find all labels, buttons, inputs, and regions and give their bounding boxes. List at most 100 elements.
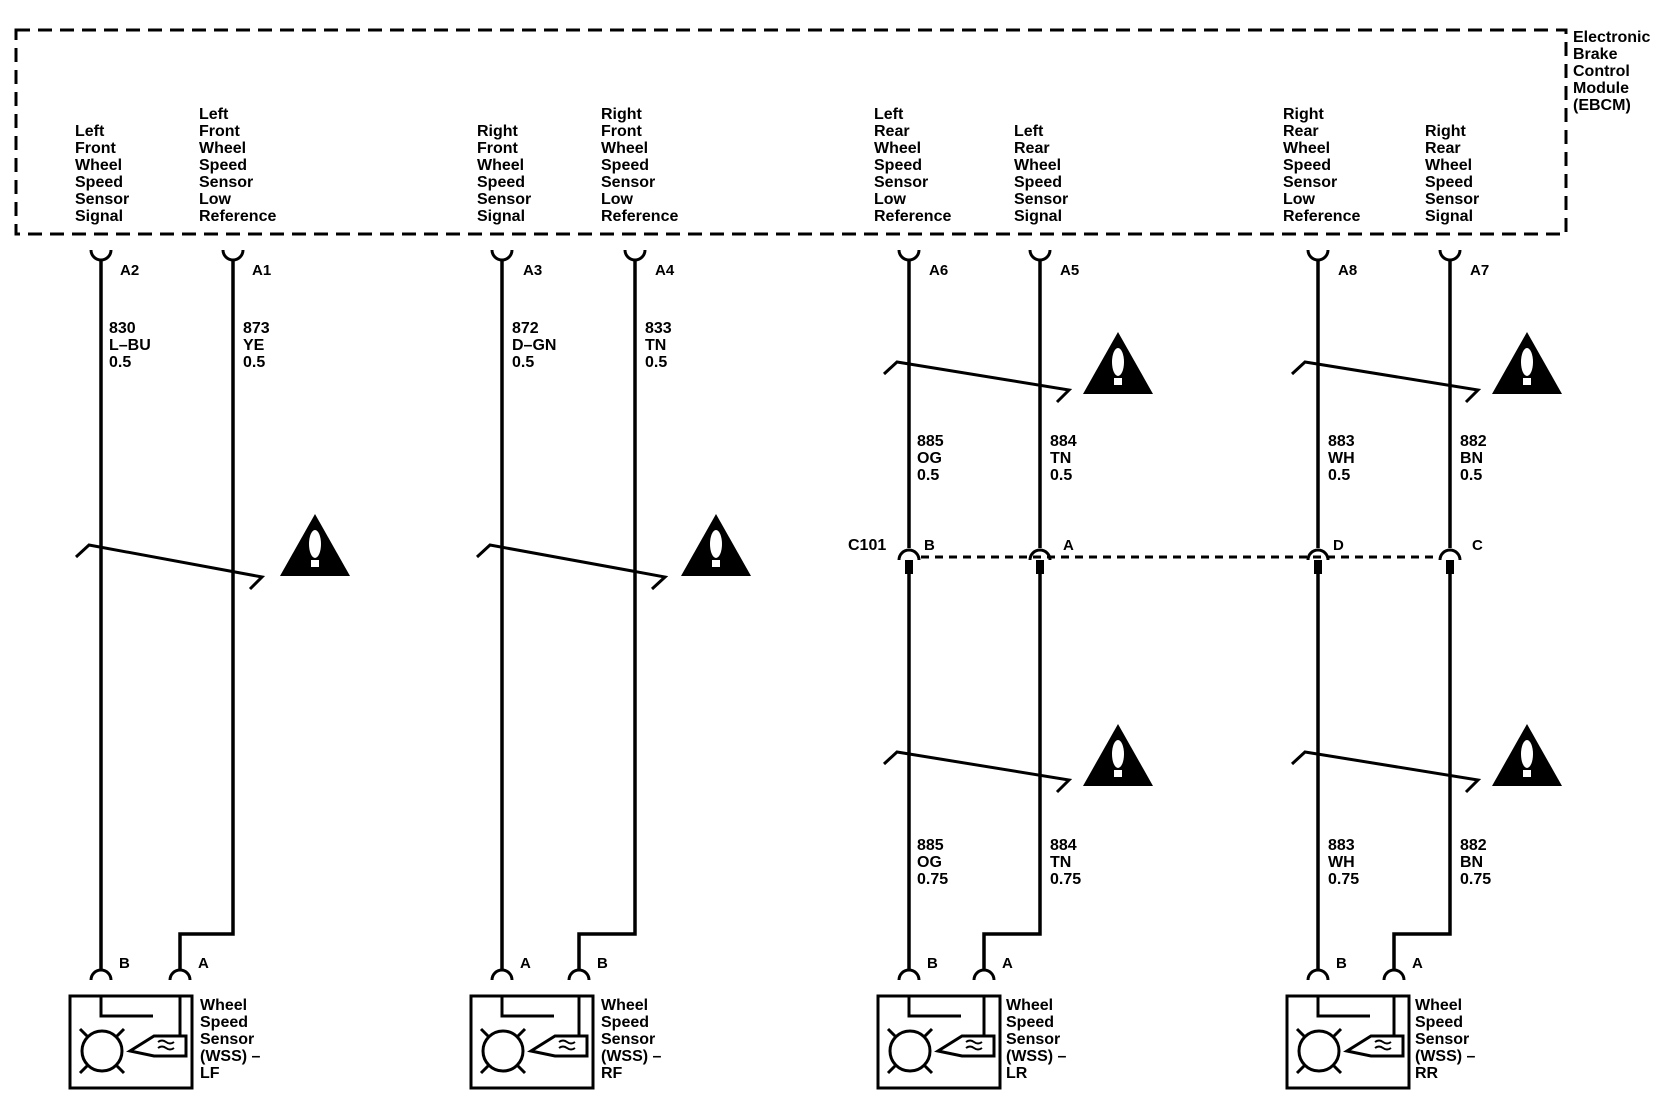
circuit-label-line: Reference [601,208,678,225]
caution-triangle-icon [1492,332,1562,394]
pin-label: A5 [1060,262,1079,279]
circuit-label-line: Front [199,123,241,140]
connector-cavity-icon [897,249,921,262]
circuit-label-line: Reference [199,208,276,225]
circuit-label-line: Low [199,191,232,208]
wire-gauge: 0.75 [1328,871,1359,888]
circuit-label-line: Reference [1283,208,1360,225]
circuit-label-line: Speed [601,157,649,174]
sensor-label-line: LF [200,1065,220,1082]
circuit-label-line: Sensor [75,191,129,208]
sensor-pin-label: A [198,955,209,972]
sensor-label-line: Wheel [1415,997,1462,1014]
wheel-speed-sensor-icon [876,994,1002,1090]
ebcm-module-outline [14,28,1568,236]
wire-number: 885 [917,433,944,450]
ebcm-label-line: Electronic [1573,29,1650,46]
circuit-label-line: Front [75,140,117,157]
caution-triangle-icon [1492,724,1562,786]
sensor-label-line: Wheel [1006,997,1053,1014]
wire-gauge: 0.5 [512,354,534,371]
circuit-label-line: Sensor [477,191,531,208]
circuit-label-line: Speed [199,157,247,174]
circuit-label-line: Front [477,140,519,157]
wire-gauge: 0.5 [109,354,131,371]
circuit-rf-signal: Right Front Wheel Speed Sensor Signal A3… [477,123,556,371]
sensor-label-line: Sensor [200,1031,254,1048]
circuit-label-line: Speed [1014,174,1062,191]
circuit-label-line: Wheel [477,157,524,174]
pin-label: A3 [523,262,542,279]
ebcm-label-line: (EBCM) [1573,97,1631,114]
connector-c101: C101 [848,537,1462,574]
rear-wires-lower [907,574,1452,970]
circuit-label-line: Speed [477,174,525,191]
wire [577,260,637,970]
pin-label: A6 [929,262,948,279]
circuit-label-line: Speed [1425,174,1473,191]
wire-color: L–BU [109,337,151,354]
wire-color: WH [1328,854,1355,871]
twisted-pair-mark [475,543,669,591]
wire-number: 882 [1460,837,1487,854]
sensor-label-line: Sensor [1006,1031,1060,1048]
circuit-label-line: Reference [874,208,951,225]
circuit-label-line: Speed [75,174,123,191]
circuit-label-line: Front [601,123,643,140]
wire-gauge: 0.5 [917,467,939,484]
sensor-label-line: Wheel [200,997,247,1014]
wire-color: OG [917,854,942,871]
wire-number: 873 [243,320,270,337]
rear-wires-upper [907,260,1452,548]
circuit-label-line: Rear [874,123,910,140]
caution-triangle-icon [681,514,751,576]
circuit-rr-signal: Right Rear Wheel Speed Sensor Signal A7 … [1425,123,1491,888]
circuit-label-line: Wheel [601,140,648,157]
circuit-label-line: Rear [1014,140,1050,157]
pin-label: A1 [252,262,271,279]
twisted-pair-mark [74,543,266,591]
wire-color: TN [1050,450,1071,467]
wire-number: 882 [1460,433,1487,450]
wire-gauge: 0.5 [243,354,265,371]
connector-cavity-icon [1306,968,1330,981]
sensor-label-line: Speed [1415,1014,1463,1031]
circuit-label-line: Sensor [1014,191,1068,208]
connector-cavity-icon [1306,548,1330,561]
wire-number: 884 [1050,837,1077,854]
circuit-lr-lowref: Left Rear Wheel Speed Sensor Low Referen… [874,106,951,888]
circuit-label-line: Left [75,123,105,140]
c101-terminal [1314,560,1322,574]
wire-gauge: 0.5 [1328,467,1350,484]
circuit-label-line: Speed [1283,157,1331,174]
wire-color: OG [917,450,942,467]
ebcm-label-line: Control [1573,63,1630,80]
wheel-speed-sensor-icon [68,994,194,1090]
pin-label: A4 [655,262,675,279]
circuit-label-line: Signal [75,208,123,225]
sensor-lf: B A Wheel Speed Sensor (WSS) – LF [68,955,261,1090]
sensor-label-line: RF [601,1065,623,1082]
caution-triangle-icon [280,514,350,576]
circuit-label-line: Right [1425,123,1467,140]
circuit-label-line: Low [874,191,907,208]
sensor-rf: A B Wheel Speed Sensor (WSS) – RF [469,955,662,1090]
circuit-label-line: Sensor [601,174,655,191]
wire-gauge: 0.5 [1050,467,1072,484]
sensor-lr: B A Wheel Speed Sensor (WSS) – LR [876,955,1067,1090]
circuit-label-line: Sensor [1425,191,1479,208]
connector-cavity-icon [490,249,514,262]
connector-cavity-icon [623,249,647,262]
circuit-lr-signal: Left Rear Wheel Speed Sensor Signal A5 8… [1014,123,1081,888]
sensor-label-line: Speed [601,1014,649,1031]
caution-icons [280,332,1562,786]
connector-cavity-icon [89,249,113,262]
circuit-label-line: Left [874,106,904,123]
circuit-label-line: Left [199,106,229,123]
circuit-label-line: Speed [874,157,922,174]
sensor-pin-label: A [520,955,531,972]
wire-gauge: 0.75 [917,871,948,888]
sensor-label-line: Wheel [601,997,648,1014]
wire-number: 833 [645,320,672,337]
pin-label: A8 [1338,262,1357,279]
